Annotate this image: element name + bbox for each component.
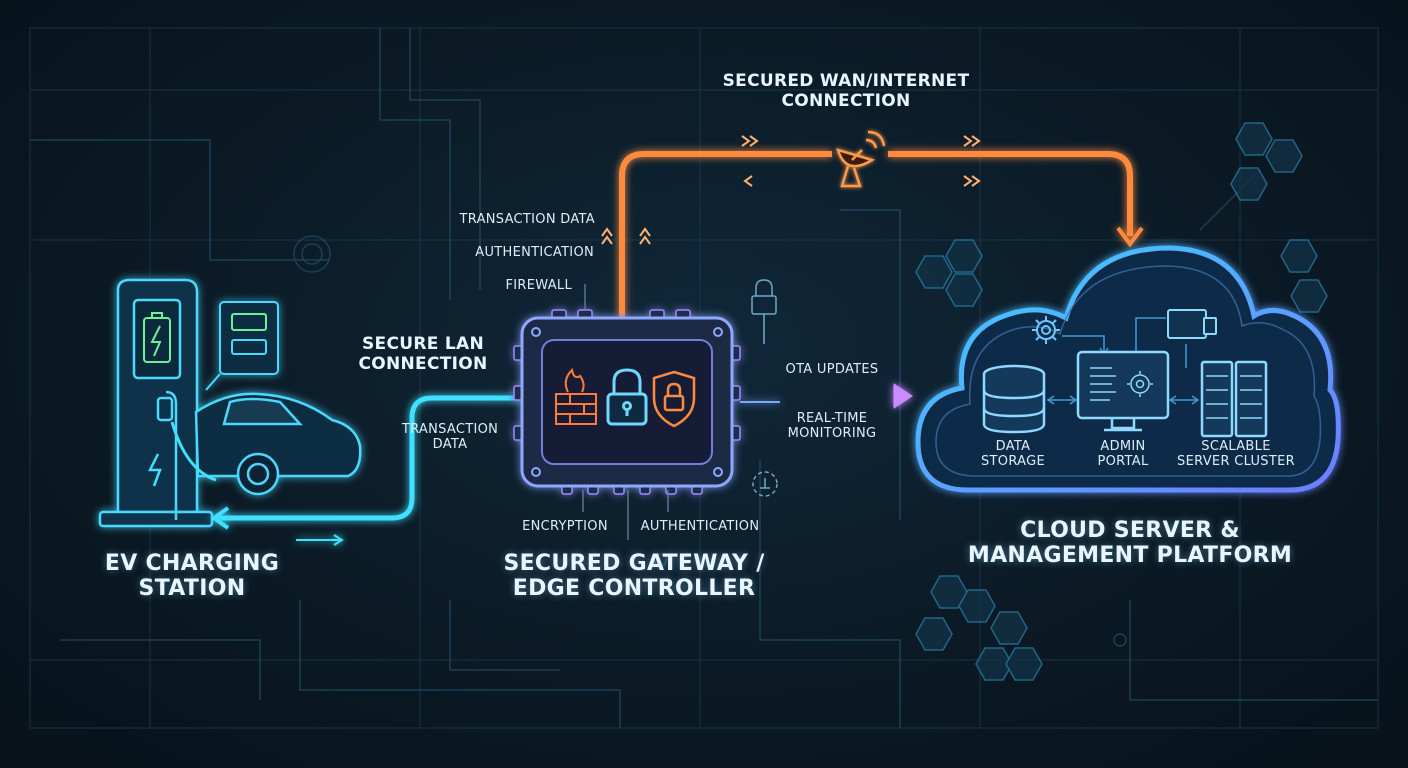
gateway-title-line1: SECURED GATEWAY /: [503, 551, 765, 576]
ev-car-icon: [170, 392, 362, 496]
data-storage-line2: STORAGE: [981, 453, 1045, 469]
secured-gateway: [513, 309, 741, 495]
ev-station-title-line1: EV CHARGING: [104, 551, 280, 576]
gear-icon: [1032, 316, 1060, 344]
cloud-title-line2: MANAGEMENT PLATFORM: [967, 543, 1293, 569]
gateway-title-line2: EDGE CONTROLLER: [512, 576, 756, 602]
realtime-monitoring-label: REAL-TIME MONITORING: [787, 411, 877, 442]
lan-connection-line: [210, 395, 523, 546]
lan-transaction-data-line2: DATA: [432, 436, 468, 452]
uplink-transaction-data-label: TRANSACTION DATA: [459, 212, 595, 227]
background-grid: [29, 27, 1379, 729]
satellite-dish-icon: [836, 130, 886, 188]
ev-charging-station: [98, 278, 362, 528]
firewall-icon: [555, 367, 597, 425]
monitor-gear-icon: [1076, 350, 1170, 432]
realtime-monitoring-line1: REAL-TIME: [796, 411, 868, 426]
wan-connection-label: SECURED WAN/INTERNET CONNECTION: [722, 71, 970, 111]
gateway-title: SECURED GATEWAY / EDGE CONTROLLER: [503, 551, 764, 602]
ev-station-title: EV CHARGING STATION: [105, 551, 279, 602]
server-cluster-line1: SCALABLE: [1201, 439, 1271, 454]
hexagon-pattern: [915, 122, 1328, 681]
ota-updates-label: OTA UPDATES: [785, 362, 879, 377]
gateway-label-leaders: [582, 284, 669, 540]
lan-transaction-data-line1: TRANSACTION: [401, 422, 499, 437]
realtime-monitoring-line2: MONITORING: [787, 425, 877, 441]
circuit-traces: [30, 28, 1378, 728]
ev-station-title-line2: STATION: [138, 576, 246, 602]
data-storage-label: DATA STORAGE: [981, 439, 1045, 470]
gateway-encryption-label: ENCRYPTION: [522, 519, 608, 534]
admin-portal-label: ADMIN PORTAL: [1097, 439, 1149, 470]
admin-portal-line2: PORTAL: [1097, 453, 1149, 469]
database-icon: [982, 364, 1046, 434]
lan-connection-label: SECURE LAN CONNECTION: [358, 334, 488, 374]
cloud-title-line1: CLOUD SERVER &: [1020, 518, 1240, 543]
gateway-authentication-label: AUTHENTICATION: [640, 519, 760, 534]
fuel-pump-icon: [98, 278, 214, 528]
cloud-internal-traces: [1046, 317, 1200, 405]
small-monitor-icon: [1167, 309, 1217, 339]
lan-connection-line1: SECURE LAN: [362, 334, 484, 354]
lan-transaction-data-label: TRANSACTION DATA: [401, 422, 499, 453]
server-rack-icon: [1200, 360, 1268, 438]
shield-lock-icon: [652, 370, 696, 428]
gateway-security-badges: [751, 279, 778, 497]
wan-direction-arrows: [601, 135, 981, 245]
gateway-cloud-link: [740, 383, 913, 409]
admin-portal-line1: ADMIN: [1100, 439, 1146, 454]
server-cluster-label: SCALABLE SERVER CLUSTER: [1177, 439, 1295, 470]
id-card-icon: [205, 301, 279, 391]
data-storage-line1: DATA: [995, 439, 1031, 454]
battery-charge-icon: [143, 312, 171, 363]
cloud-title: CLOUD SERVER & MANAGEMENT PLATFORM: [968, 518, 1292, 569]
wan-connection-line1: SECURED WAN/INTERNET: [722, 71, 970, 91]
padlock-icon: [606, 368, 648, 426]
wan-connection-line2: CONNECTION: [781, 90, 911, 111]
uplink-firewall-label: FIREWALL: [505, 278, 572, 293]
server-cluster-line2: SERVER CLUSTER: [1177, 453, 1295, 469]
wan-connection-line: [619, 151, 1144, 318]
lan-connection-line2: CONNECTION: [358, 353, 488, 374]
uplink-authentication-label: AUTHENTICATION: [475, 245, 594, 260]
